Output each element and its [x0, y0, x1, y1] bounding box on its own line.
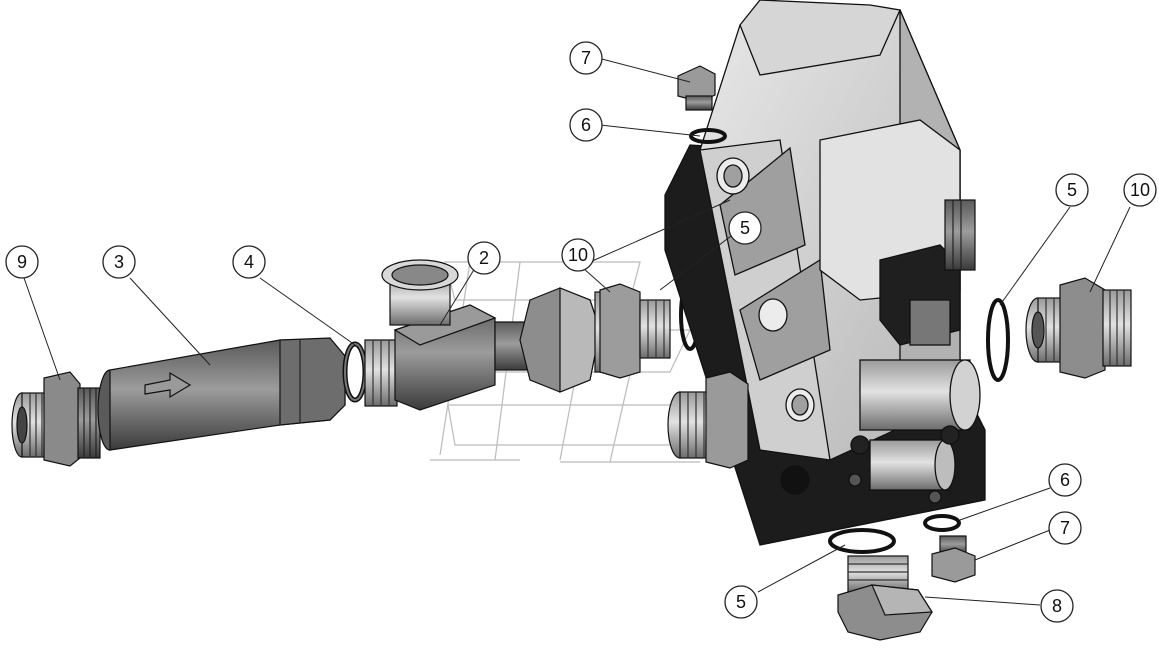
block-right-fitting	[944, 199, 976, 271]
callout-5-mid: 5	[728, 211, 762, 245]
callout-2: 2	[467, 241, 501, 275]
callout-10-mid: 10	[561, 238, 595, 272]
part-6-washer-bottom	[923, 514, 961, 532]
callout-10-right: 10	[1123, 173, 1157, 207]
part-10-fitting-right	[1025, 277, 1132, 379]
callout-3: 3	[102, 245, 136, 279]
callout-label: 7	[1060, 518, 1070, 538]
callout-6-bottom: 6	[1048, 463, 1082, 497]
callout-label: 2	[479, 248, 489, 268]
part-5-o-ring-bottom	[828, 528, 896, 554]
callout-5-right: 5	[1055, 173, 1089, 207]
part-7-plug-top	[677, 65, 716, 111]
callout-label: 6	[581, 115, 591, 135]
callout-8: 8	[1040, 589, 1074, 623]
callout-7-top: 7	[569, 41, 603, 75]
callout-label: 5	[1067, 180, 1077, 200]
part-8-drain-plug	[837, 555, 934, 641]
part-10-nut-mid	[519, 283, 671, 393]
callout-label: 3	[114, 252, 124, 272]
callout-4: 4	[232, 245, 266, 279]
part-2-tee-fitting	[364, 259, 536, 411]
callout-label: 4	[244, 252, 254, 272]
callout-9: 9	[5, 245, 39, 279]
callout-label: 6	[1060, 470, 1070, 490]
callout-label: 5	[736, 592, 746, 612]
part-3-check-valve	[97, 337, 346, 451]
callout-label: 10	[1130, 180, 1150, 200]
part-5-o-ring-right	[986, 298, 1010, 382]
callout-label: 9	[17, 252, 27, 272]
part-6-washer-top	[689, 128, 727, 144]
callout-label: 5	[740, 218, 750, 238]
leader-lines	[23, 57, 1131, 606]
callout-7-bottom: 7	[1048, 511, 1082, 545]
callout-label: 10	[568, 245, 588, 265]
part-7-plug-bottom	[931, 535, 976, 583]
callout-label: 8	[1052, 596, 1062, 616]
block-left-lower-fitting	[667, 371, 749, 469]
callout-label: 7	[581, 48, 591, 68]
part-4-o-ring	[342, 341, 368, 403]
callout-5-bottom: 5	[724, 585, 758, 619]
callout-6-top: 6	[569, 108, 603, 142]
part-9-fitting	[11, 371, 101, 467]
